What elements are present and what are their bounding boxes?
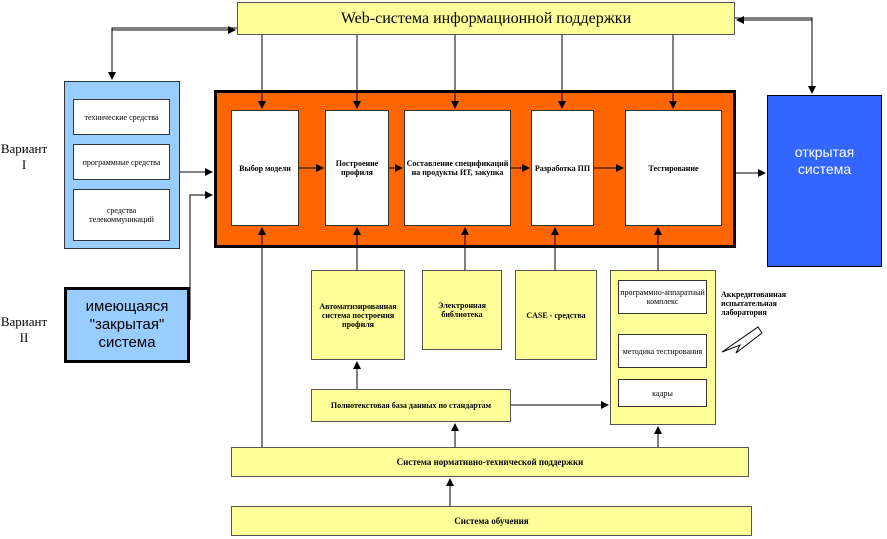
stage-development: Разработка ПП	[531, 110, 594, 226]
web-system-box: Web-система информационной поддержки	[237, 2, 735, 35]
lab-item-staff: кадры	[618, 379, 707, 407]
left-item-hardware: технические средства	[73, 99, 170, 135]
web-system-label: Web-система информационной поддержки	[340, 9, 632, 27]
lab-title: Аккредитованная испытательная лаборатори…	[721, 290, 787, 317]
lab-item-methodology: методика тестирования	[618, 334, 707, 368]
stage-specification: Составление спецификаций на продукты ИТ,…	[404, 110, 511, 226]
variant2-label: Вариант II	[0, 314, 48, 345]
database-box: Полнотекстовая база данных по стандартам	[311, 389, 511, 422]
education-box: Система обучения	[231, 506, 752, 536]
left-item-telecom: средства телекоммуникаций	[73, 189, 170, 241]
stage-model: Выбор модели	[231, 110, 299, 226]
e-library-box: Электронная библиотека	[422, 270, 502, 350]
stage-testing: Тестирование	[625, 110, 722, 226]
norm-support-box: Система нормативно-технической поддержки	[231, 447, 749, 477]
stage-profile: Построение профиля	[325, 110, 389, 226]
lab-item-hardware-complex: программно-аппаратный комплекс	[618, 280, 707, 314]
case-tools-box: CASE - средства	[515, 270, 597, 360]
left-item-software: программные средства	[73, 144, 170, 180]
closed-system-box: имеющаяся "закрытая" система	[64, 287, 190, 363]
pointer-arrow-icon	[721, 326, 763, 354]
variant1-label: Вариант I	[0, 141, 48, 172]
open-system-box: открытая система	[767, 95, 882, 267]
automation-system-box: Автоматизированная система построения пр…	[311, 270, 405, 360]
